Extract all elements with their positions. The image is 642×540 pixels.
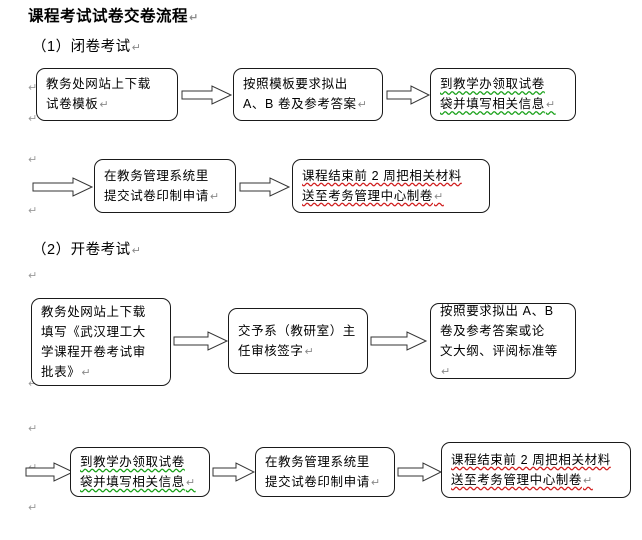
arrow-right-3b bbox=[370, 331, 428, 351]
arrow-right-2b bbox=[239, 177, 291, 197]
flow-box-dept-head-sign[interactable]: 交予系（教研室）主 任审核签字↵ bbox=[228, 308, 368, 374]
paragraph-mark-icon: ↵ bbox=[131, 41, 142, 54]
paragraph-mark-icon: ↵ bbox=[545, 98, 556, 111]
paragraph-mark-icon: ↵ bbox=[357, 98, 368, 111]
paragraph-mark-icon: ↵ bbox=[28, 501, 38, 514]
flow-box-submit-print-request-2[interactable]: 在教务管理系统里 提交试卷印制申请↵ bbox=[255, 447, 395, 497]
flow-box-deliver-materials-1-text: 课程结束前 2 周把相关材料 送至考务管理中心制卷↵ bbox=[302, 168, 462, 203]
paragraph-mark-icon: ↵ bbox=[131, 244, 142, 257]
arrow-right-4b bbox=[397, 462, 443, 482]
page-title-text: 课程考试试卷交卷流程 bbox=[28, 8, 189, 25]
page-title: 课程考试试卷交卷流程↵ bbox=[28, 4, 199, 26]
paragraph-mark-icon: ↵ bbox=[370, 475, 381, 489]
paragraph-mark-icon: ↵ bbox=[28, 112, 38, 125]
paragraph-mark-icon: ↵ bbox=[28, 81, 38, 94]
paragraph-mark-icon: ↵ bbox=[304, 344, 315, 358]
paragraph-mark-icon: ↵ bbox=[185, 475, 196, 489]
flow-box-download-template[interactable]: 教务处网站上下载 试卷模板↵ bbox=[36, 68, 178, 121]
arrow-right-1a bbox=[181, 85, 233, 105]
arrow-right-2-stub bbox=[32, 177, 94, 197]
flow-box-download-approval-form[interactable]: 教务处网站上下载 填写《武汉理工大 学课程开卷考试审 批表》↵ bbox=[31, 298, 171, 386]
arrow-right-1b bbox=[386, 85, 431, 105]
flow-box-draft-ab-papers[interactable]: 按照模板要求拟出 A、B 卷及参考答案↵ bbox=[233, 68, 383, 121]
flow-box-download-approval-form-text: 教务处网站上下载 填写《武汉理工大 学课程开卷考试审 批表》↵ bbox=[41, 304, 146, 379]
flow-box-submit-print-request-1-text: 在教务管理系统里 提交试卷印制申请↵ bbox=[104, 168, 220, 203]
flow-box-download-template-text: 教务处网站上下载 试卷模板↵ bbox=[46, 77, 151, 111]
paragraph-mark-icon: ↵ bbox=[99, 98, 110, 111]
flow-box-collect-bag-1-text: 到教学办领取试卷 袋并填写相关信息↵ bbox=[440, 77, 556, 111]
paragraph-mark-icon: ↵ bbox=[434, 189, 444, 203]
arrow-right-3a bbox=[173, 331, 229, 351]
flow-box-deliver-materials-1[interactable]: 课程结束前 2 周把相关材料 送至考务管理中心制卷↵ bbox=[292, 159, 490, 213]
paragraph-mark-icon: ↵ bbox=[583, 473, 593, 487]
flow-box-draft-ab-with-outline[interactable]: 按照要求拟出 A、B 卷及参考答案或论 文大纲、评阅标准等↵ bbox=[430, 303, 576, 379]
flow-box-deliver-materials-2-text: 课程结束前 2 周把相关材料 送至考务管理中心制卷↵ bbox=[451, 452, 611, 487]
flow-box-collect-bag-2-text: 到教学办领取试卷 袋并填写相关信息↵ bbox=[80, 454, 196, 489]
section-heading-closed-book: （1）闭卷考试↵ bbox=[32, 35, 141, 56]
paragraph-mark-icon: ↵ bbox=[81, 365, 92, 379]
arrow-right-4-stub bbox=[25, 462, 75, 482]
paragraph-mark-icon: ↵ bbox=[28, 269, 38, 282]
paragraph-mark-icon: ↵ bbox=[28, 153, 38, 166]
flow-box-dept-head-sign-text: 交予系（教研室）主 任审核签字↵ bbox=[238, 323, 356, 358]
paragraph-mark-icon: ↵ bbox=[28, 377, 38, 390]
section-heading-open-book: （2）开卷考试↵ bbox=[32, 238, 141, 259]
arrow-right-4a bbox=[212, 462, 256, 482]
flow-box-deliver-materials-2[interactable]: 课程结束前 2 周把相关材料 送至考务管理中心制卷↵ bbox=[441, 442, 631, 498]
paragraph-mark-icon: ↵ bbox=[28, 204, 38, 217]
flow-box-submit-print-request-1[interactable]: 在教务管理系统里 提交试卷印制申请↵ bbox=[94, 159, 236, 213]
section-heading-open-book-label: （2）开卷考试 bbox=[32, 242, 131, 258]
paragraph-mark-icon: ↵ bbox=[189, 11, 199, 24]
flow-box-collect-bag-2[interactable]: 到教学办领取试卷 袋并填写相关信息↵ bbox=[70, 447, 210, 497]
flow-box-submit-print-request-2-text: 在教务管理系统里 提交试卷印制申请↵ bbox=[265, 454, 381, 489]
flow-box-draft-ab-with-outline-text: 按照要求拟出 A、B 卷及参考答案或论 文大纲、评阅标准等↵ bbox=[440, 303, 558, 378]
flow-box-draft-ab-papers-text: 按照模板要求拟出 A、B 卷及参考答案↵ bbox=[243, 77, 368, 111]
section-heading-closed-book-label: （1）闭卷考试 bbox=[32, 39, 131, 55]
paragraph-mark-icon: ↵ bbox=[209, 189, 220, 203]
flow-box-collect-bag-1[interactable]: 到教学办领取试卷 袋并填写相关信息↵ bbox=[430, 68, 576, 121]
paragraph-mark-icon: ↵ bbox=[28, 422, 38, 435]
paragraph-mark-icon: ↵ bbox=[441, 364, 451, 378]
